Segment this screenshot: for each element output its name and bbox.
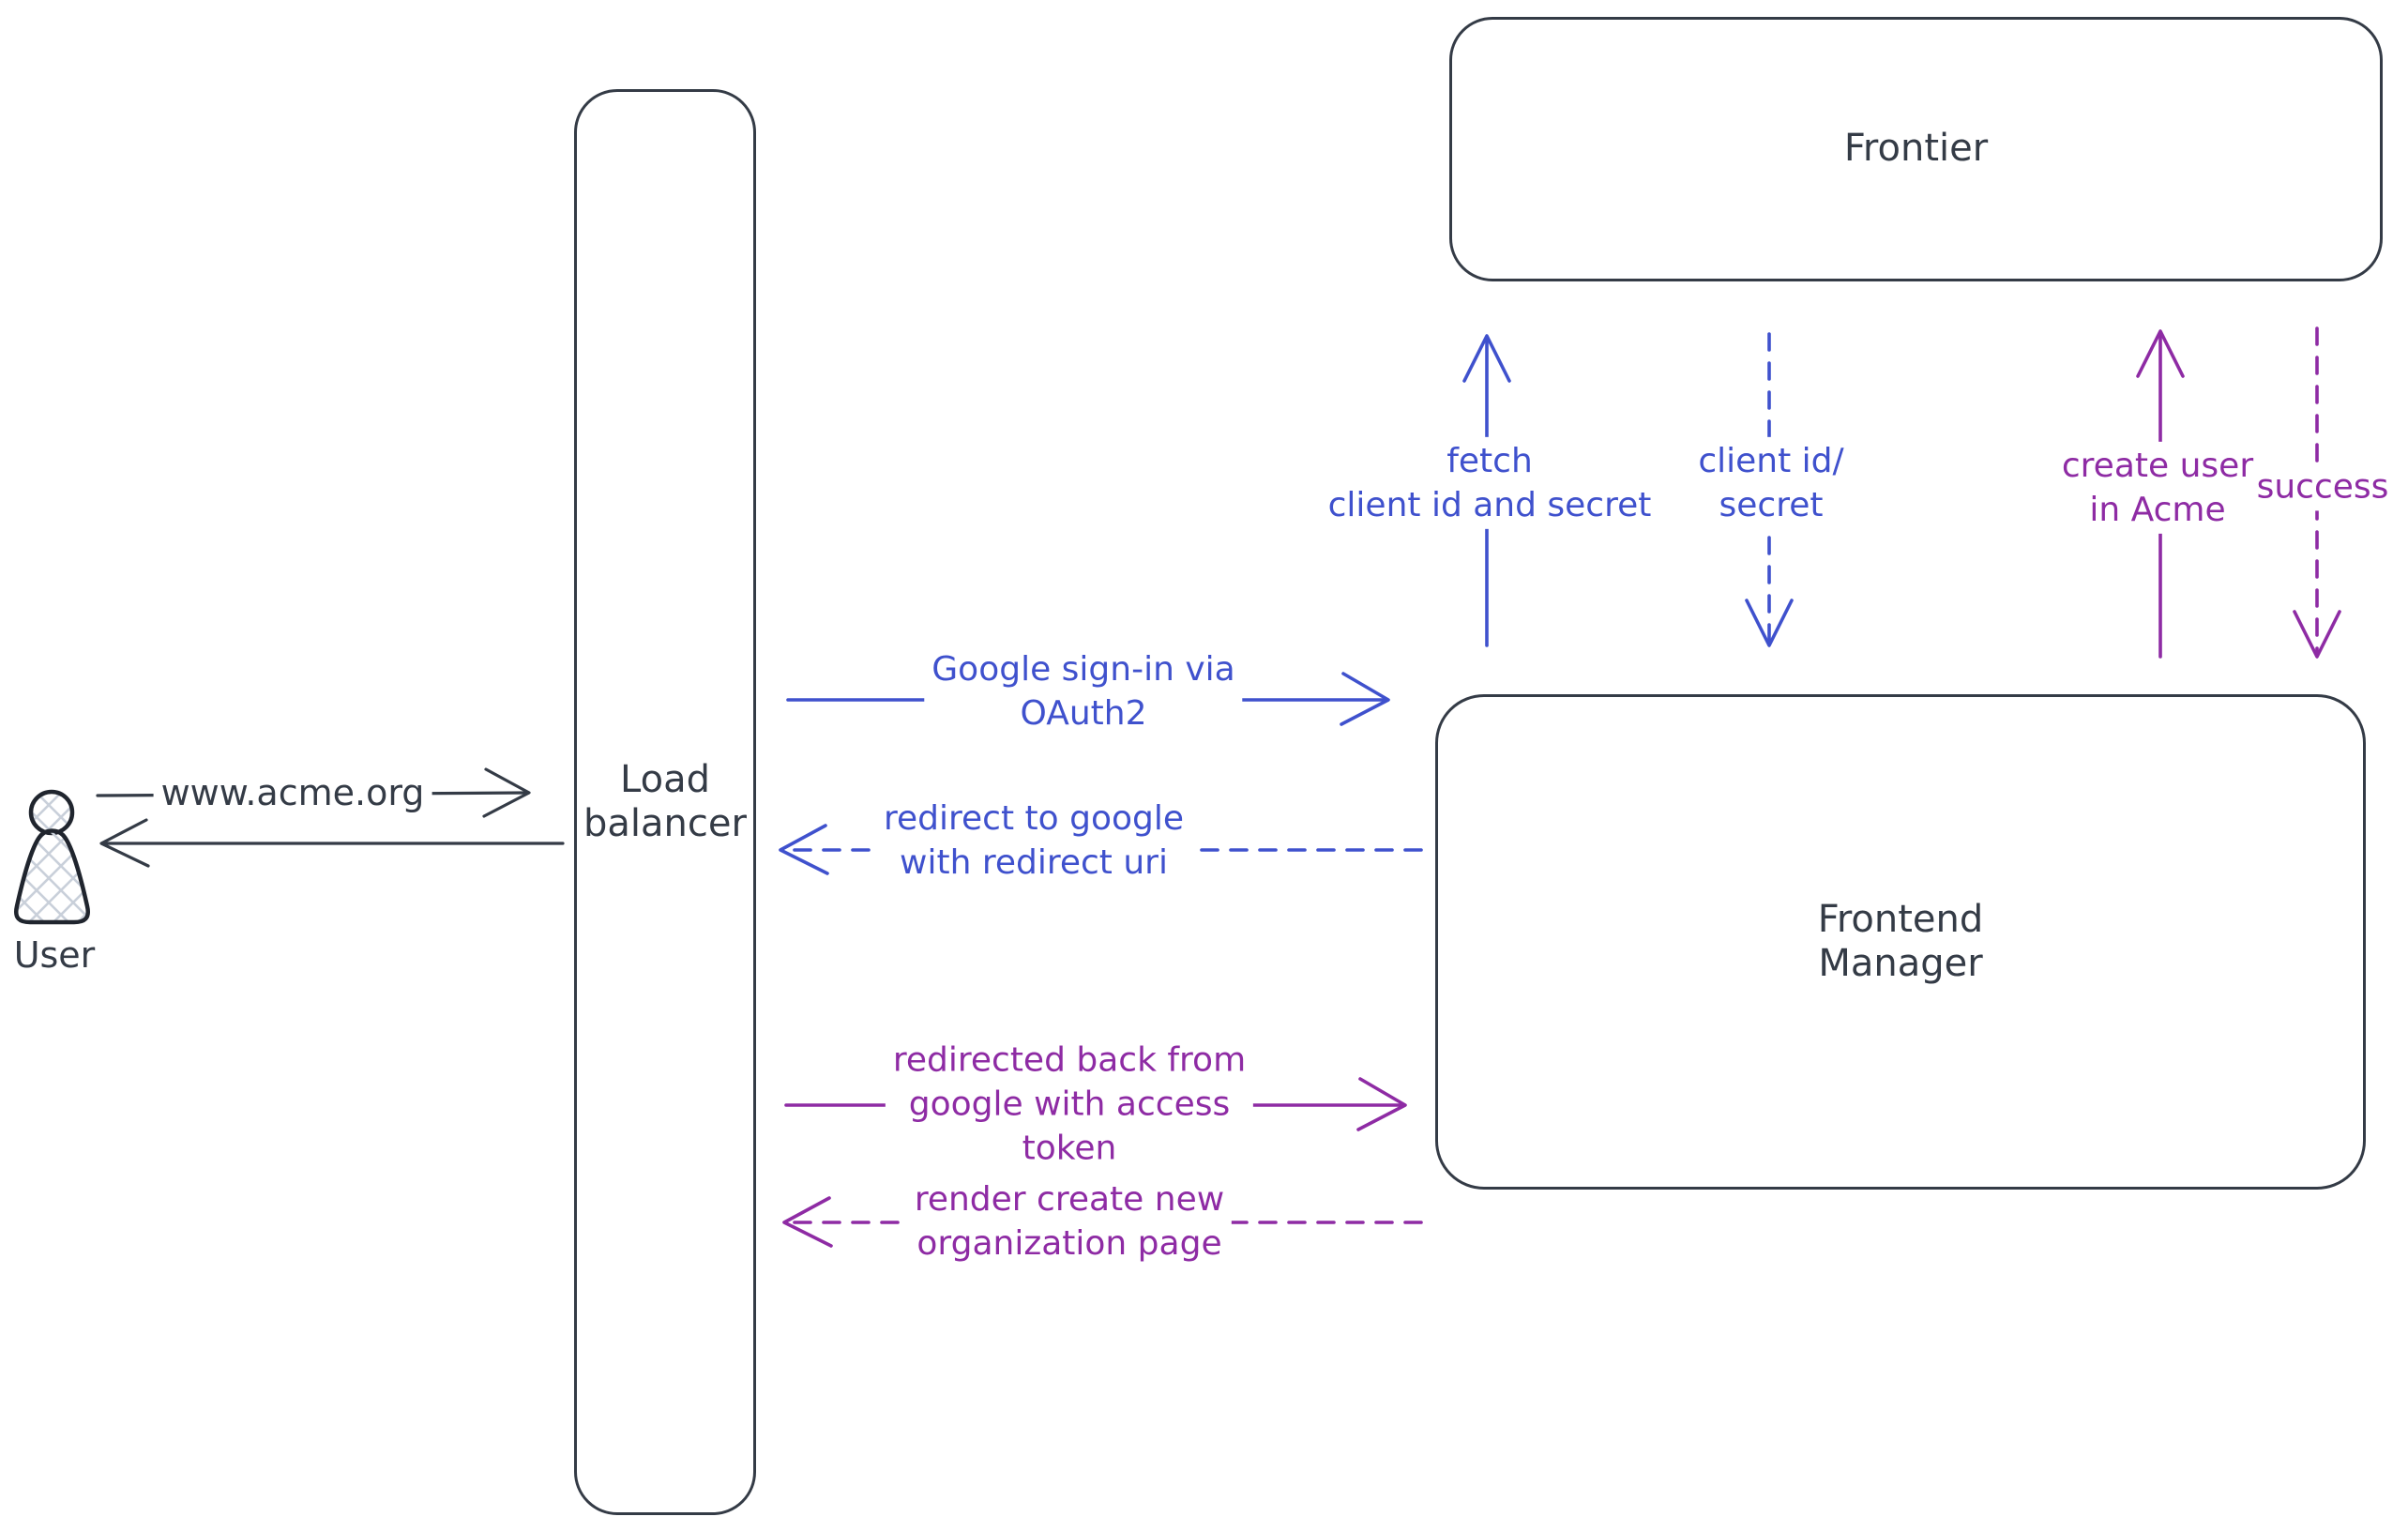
node-load-balancer-label: Load balancer	[583, 757, 747, 845]
flow-label-redirected-back: redirected back from google with access …	[885, 1036, 1254, 1173]
flow-label-fetch-client-id: fetch client id and secret	[1320, 436, 1659, 530]
flow-label-redirect-to-google: redirect to google with redirect uri	[875, 794, 1192, 887]
flow-label-client-id-secret: client id/ secret	[1690, 436, 1852, 530]
node-frontend-manager-label: Frontend Manager	[1817, 897, 1984, 985]
node-frontier-label: Frontier	[1843, 127, 1989, 171]
arrow-render-org-page	[782, 1196, 1423, 1248]
arrow-lb-to-user	[99, 818, 565, 868]
node-frontend-manager: Frontend Manager	[1435, 694, 2366, 1190]
user-icon-body	[14, 828, 90, 925]
user-label: User	[13, 934, 96, 976]
flow-label-render-org-page: render create new organization page	[906, 1175, 1233, 1268]
user-icon	[14, 789, 90, 925]
flow-label-www-acme-org: www.acme.org	[153, 768, 432, 819]
user-icon-head	[28, 789, 75, 836]
node-frontier: Frontier	[1449, 17, 2383, 281]
node-load-balancer: Load balancer	[574, 89, 756, 1515]
flow-label-success: success	[2254, 463, 2391, 511]
flow-label-create-user: create user in Acme	[2053, 441, 2262, 535]
flow-label-google-signin: Google sign-in via OAuth2	[924, 645, 1243, 738]
